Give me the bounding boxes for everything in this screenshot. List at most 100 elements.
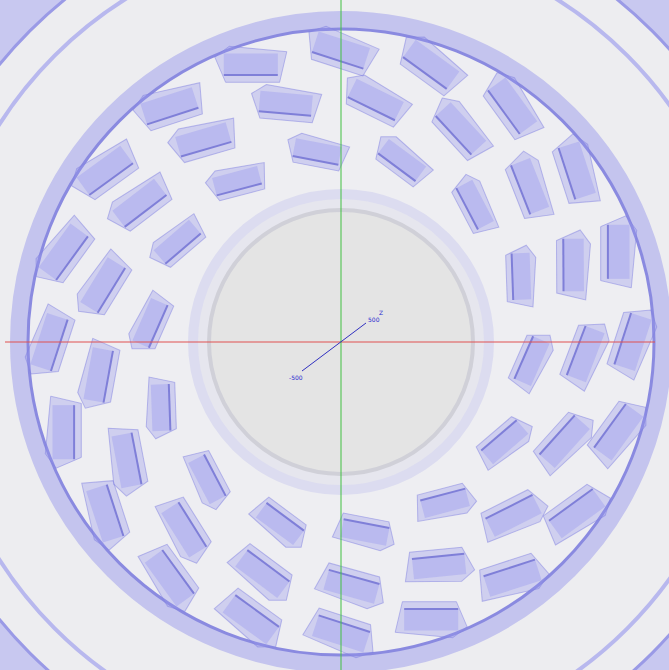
blade-face	[332, 512, 399, 553]
vane-blade	[211, 584, 290, 655]
vane-blade	[411, 481, 479, 526]
blade-body	[511, 158, 549, 214]
blade-face	[77, 474, 133, 554]
blade-body	[481, 420, 528, 464]
blade-face	[75, 337, 121, 412]
blade-body	[348, 79, 404, 120]
blade-face	[395, 602, 467, 638]
blade-face	[549, 131, 605, 211]
vane-blade	[332, 512, 399, 553]
blade-body	[549, 489, 605, 538]
blade-face	[337, 69, 415, 130]
blade-body	[53, 405, 75, 459]
blade-face	[447, 170, 502, 239]
blade-face	[45, 396, 81, 468]
blade-body	[235, 550, 289, 598]
blade-edge	[486, 495, 533, 519]
blade-edge	[614, 313, 631, 364]
blade-face	[368, 129, 436, 190]
blade-edge	[235, 595, 279, 627]
blade-edge	[481, 420, 516, 450]
blade-face	[506, 327, 558, 396]
vane-blade	[215, 46, 287, 82]
blade-body	[140, 87, 198, 124]
blade-face	[477, 66, 548, 145]
blade-edge	[181, 142, 232, 157]
blade-body	[112, 433, 142, 488]
blade-face	[203, 158, 271, 203]
vane-blade	[77, 474, 133, 554]
blade-face	[472, 411, 539, 474]
blade-body	[559, 141, 596, 199]
blade-body	[456, 180, 494, 230]
blade-face	[556, 230, 590, 300]
blade-edge	[73, 405, 75, 459]
vane-blade	[501, 147, 558, 225]
blade-face	[124, 288, 176, 357]
blade-edge	[107, 485, 124, 536]
vane-blade	[403, 546, 476, 587]
blade-edge	[567, 326, 586, 375]
vane-blade	[473, 550, 553, 606]
vane-blade	[75, 337, 121, 412]
blade-body	[86, 485, 123, 543]
blade-face	[246, 493, 314, 554]
vane-blade	[145, 376, 177, 439]
blade-body	[378, 139, 426, 181]
blade-body	[608, 225, 630, 279]
blade-body	[83, 347, 112, 402]
blade-edge	[51, 320, 68, 371]
blade-edge	[217, 183, 262, 195]
vane-blade	[65, 135, 144, 206]
blade-body	[484, 560, 542, 597]
vane-blade	[477, 66, 548, 145]
blade-face	[145, 376, 177, 439]
blade-edge	[484, 560, 535, 577]
vane-blade	[246, 493, 314, 554]
blade-face	[211, 584, 290, 655]
blade-face	[557, 315, 614, 393]
z-axis	[302, 323, 366, 371]
blade-body	[224, 54, 278, 76]
blade-body	[540, 415, 590, 468]
blade-edge	[514, 336, 533, 379]
blade-edge	[165, 233, 200, 263]
blade-edge	[559, 148, 576, 199]
blade-body	[594, 404, 643, 460]
vane-blade	[601, 216, 637, 288]
blade-edge	[562, 239, 564, 292]
blade-body	[323, 570, 379, 604]
blade-edge	[266, 503, 303, 531]
blade-edge	[488, 90, 520, 134]
blade-body	[512, 253, 532, 300]
blade-body	[563, 239, 584, 292]
blade-edge	[132, 433, 142, 485]
blade-edge	[169, 384, 171, 431]
blade-body	[420, 489, 470, 518]
blade-edge	[348, 97, 395, 120]
blade-edge	[224, 74, 278, 76]
blade-face	[475, 485, 553, 547]
blade-face	[403, 546, 476, 587]
blade-face	[144, 210, 211, 273]
blade-edge	[247, 550, 289, 581]
blade-face	[284, 131, 351, 172]
blade-edge	[162, 550, 194, 594]
vane-blade	[313, 561, 390, 613]
blade-body	[514, 336, 549, 386]
blade-body	[112, 179, 166, 227]
blade-face	[134, 538, 205, 617]
vane-blade	[368, 129, 436, 190]
blade-edge	[312, 52, 363, 69]
vane-blade	[472, 411, 539, 474]
blade-edge	[594, 404, 626, 448]
vane-blade	[537, 478, 616, 549]
blade-body	[403, 40, 459, 89]
vane-blade	[583, 392, 654, 471]
blade-edge	[512, 253, 514, 300]
vane-blade	[337, 69, 415, 130]
